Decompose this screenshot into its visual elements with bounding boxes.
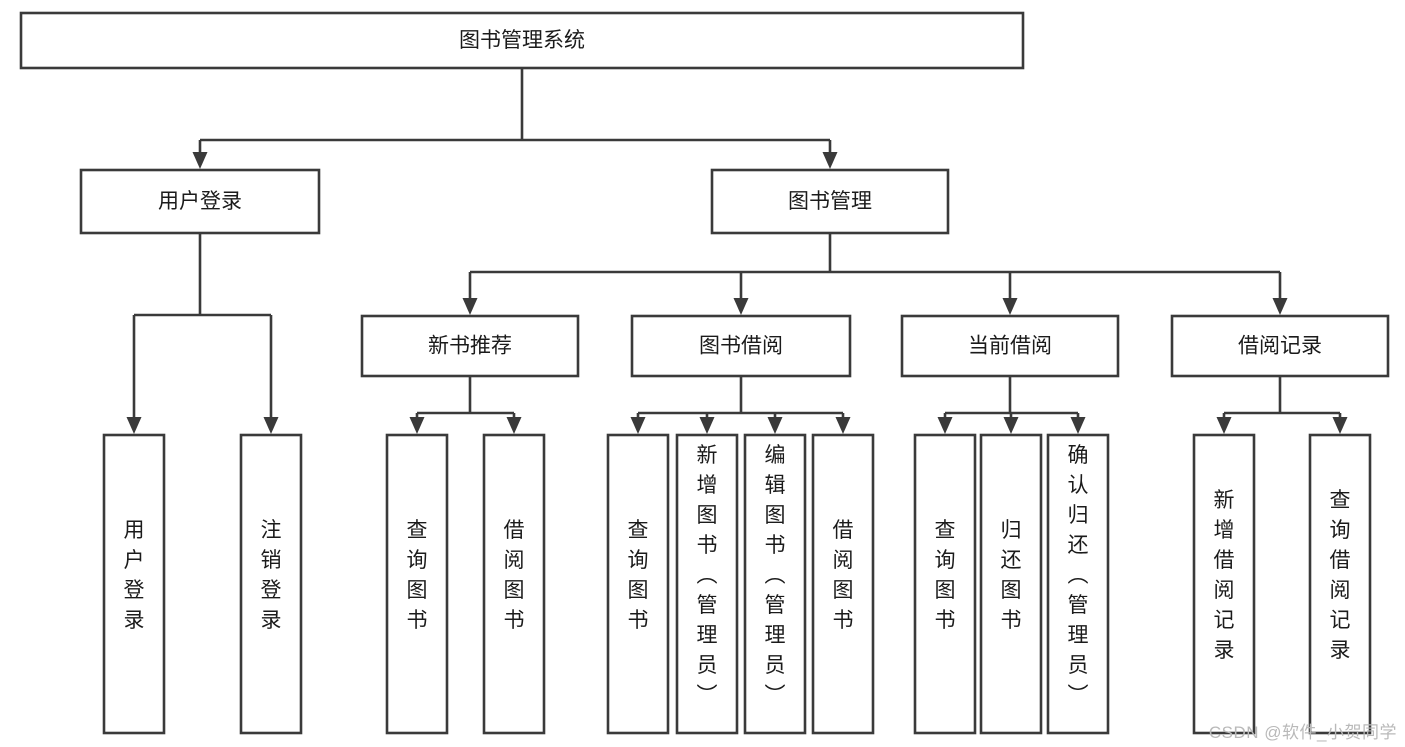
arrow-head-borrow-record	[1272, 298, 1288, 315]
node-leaf-query-book-1[interactable]: 查询图书	[385, 433, 449, 735]
node-box-leaf-query-book-3[interactable]	[913, 433, 977, 735]
node-label-leaf-query-record: 查询借阅记录	[1330, 489, 1351, 662]
node-new-book-recommend[interactable]: 新书推荐	[360, 314, 580, 378]
node-box-new-book-recommend[interactable]	[360, 314, 580, 378]
node-root[interactable]: 图书管理系统	[19, 11, 1025, 70]
node-label-leaf-add-book: 新增图书︵管理员︶	[697, 444, 718, 707]
node-book-borrow[interactable]: 图书借阅	[630, 314, 852, 378]
node-leaf-query-record[interactable]: 查询借阅记录	[1308, 433, 1372, 735]
node-label-leaf-borrow-book-2: 借阅图书	[833, 519, 854, 632]
node-box-borrow-record[interactable]	[1170, 314, 1390, 378]
node-leaf-confirm-return[interactable]: 确认归还︵管理员︶	[1046, 433, 1110, 735]
node-label-leaf-confirm-return: 确认归还︵管理员︶	[1068, 444, 1089, 707]
node-label-user-login: 用户登录	[158, 190, 242, 213]
node-label-leaf-edit-book: 编辑图书︵管理员︶	[765, 444, 786, 707]
node-leaf-query-book-3[interactable]: 查询图书	[913, 433, 977, 735]
node-box-leaf-edit-book[interactable]	[743, 433, 807, 735]
node-leaf-logout[interactable]: 注销登录	[239, 433, 303, 735]
node-label-leaf-query-book-2: 查询图书	[628, 519, 649, 632]
node-label-current-borrow: 当前借阅	[968, 335, 1052, 358]
node-box-leaf-return-book[interactable]	[979, 433, 1043, 735]
arrow-head-leaf-edit-book	[767, 417, 783, 434]
arrow-head-leaf-query-book-3	[937, 417, 953, 434]
connector-layer	[126, 68, 1348, 434]
node-label-leaf-logout: 注销登录	[261, 519, 282, 632]
node-book-manage[interactable]: 图书管理	[710, 168, 950, 235]
node-label-leaf-user-login: 用户登录	[124, 519, 145, 632]
arrow-head-current-borrow	[1002, 298, 1018, 315]
arrow-head-leaf-return-book	[1003, 417, 1019, 434]
node-box-leaf-add-record[interactable]	[1192, 433, 1256, 735]
arrow-head-leaf-query-record	[1332, 417, 1348, 434]
node-leaf-add-book[interactable]: 新增图书︵管理员︶	[675, 433, 739, 735]
node-label-leaf-add-record: 新增借阅记录	[1214, 489, 1235, 662]
node-label-book-manage: 图书管理	[788, 190, 872, 213]
arrow-head-user-login	[192, 152, 208, 169]
arrow-head-book-manage	[822, 152, 838, 169]
node-box-current-borrow[interactable]	[900, 314, 1120, 378]
node-label-book-borrow: 图书借阅	[699, 335, 783, 358]
node-leaf-edit-book[interactable]: 编辑图书︵管理员︶	[743, 433, 807, 735]
node-box-book-borrow[interactable]	[630, 314, 852, 378]
node-user-login[interactable]: 用户登录	[79, 168, 321, 235]
node-box-leaf-borrow-book-1[interactable]	[482, 433, 546, 735]
node-borrow-record[interactable]: 借阅记录	[1170, 314, 1390, 378]
arrow-head-book-borrow	[733, 298, 749, 315]
node-box-leaf-borrow-book-2[interactable]	[811, 433, 875, 735]
arrow-head-leaf-query-book-1	[409, 417, 425, 434]
node-current-borrow[interactable]: 当前借阅	[900, 314, 1120, 378]
node-label-leaf-query-book-1: 查询图书	[407, 519, 428, 632]
arrow-head-leaf-add-record	[1216, 417, 1232, 434]
arrow-head-leaf-add-book	[699, 417, 715, 434]
node-leaf-return-book[interactable]: 归还图书	[979, 433, 1043, 735]
arrow-head-leaf-borrow-book-2	[835, 417, 851, 434]
node-label-new-book-recommend: 新书推荐	[428, 335, 512, 358]
node-label-borrow-record: 借阅记录	[1238, 335, 1322, 358]
node-layer: 图书管理系统用户登录图书管理新书推荐图书借阅当前借阅借阅记录用户登录注销登录查询…	[19, 11, 1390, 735]
node-leaf-user-login[interactable]: 用户登录	[102, 433, 166, 735]
node-box-leaf-user-login[interactable]	[102, 433, 166, 735]
node-label-root: 图书管理系统	[459, 29, 585, 52]
node-box-leaf-confirm-return[interactable]	[1046, 433, 1110, 735]
node-box-root[interactable]	[19, 11, 1025, 70]
watermark-label: CSDN @软件_小贺同学	[1208, 723, 1397, 742]
node-leaf-borrow-book-1[interactable]: 借阅图书	[482, 433, 546, 735]
node-leaf-borrow-book-2[interactable]: 借阅图书	[811, 433, 875, 735]
node-box-user-login[interactable]	[79, 168, 321, 235]
node-label-leaf-query-book-3: 查询图书	[935, 519, 956, 632]
node-leaf-query-book-2[interactable]: 查询图书	[606, 433, 670, 735]
arrow-head-new-book-recommend	[462, 298, 478, 315]
node-box-leaf-query-book-1[interactable]	[385, 433, 449, 735]
node-box-leaf-query-book-2[interactable]	[606, 433, 670, 735]
arrow-head-leaf-logout	[263, 417, 279, 434]
arrow-head-leaf-query-book-2	[630, 417, 646, 434]
arrow-head-leaf-confirm-return	[1070, 417, 1086, 434]
node-label-leaf-borrow-book-1: 借阅图书	[504, 519, 525, 632]
arrow-head-leaf-user-login	[126, 417, 142, 434]
node-label-leaf-return-book: 归还图书	[1001, 519, 1022, 632]
node-box-leaf-logout[interactable]	[239, 433, 303, 735]
node-box-book-manage[interactable]	[710, 168, 950, 235]
node-box-leaf-query-record[interactable]	[1308, 433, 1372, 735]
node-box-leaf-add-book[interactable]	[675, 433, 739, 735]
arrow-head-leaf-borrow-book-1	[506, 417, 522, 434]
node-leaf-add-record[interactable]: 新增借阅记录	[1192, 433, 1256, 735]
